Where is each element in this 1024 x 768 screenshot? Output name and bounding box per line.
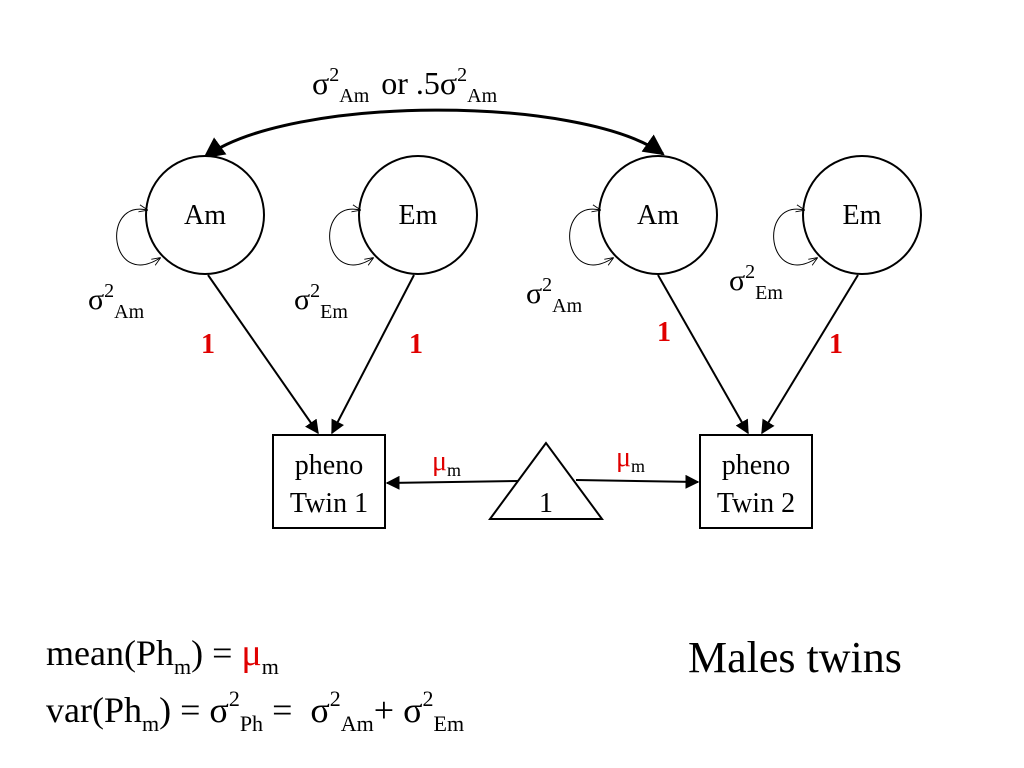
- slide-title: Males twins: [688, 633, 902, 682]
- twin2-am-variance-label: σ2Am: [526, 274, 583, 317]
- twin2-mean-label: μm: [616, 442, 645, 476]
- twin1-em-path-coef: 1: [409, 329, 423, 360]
- twin1-em-variance-label: σ2Em: [294, 280, 348, 323]
- twin2-pheno-box: [699, 434, 813, 529]
- mean-formula: mean(Phm) = μm: [46, 632, 279, 679]
- twin2-pheno-line2: Twin 2: [717, 488, 795, 519]
- twin1-am-path: [207, 274, 319, 435]
- twin1-pheno-line1: pheno: [295, 450, 363, 481]
- twin2-pheno-line1: pheno: [722, 450, 790, 481]
- twin1-pheno-line2: Twin 1: [290, 488, 368, 519]
- twin1-am-variance-loop: [116, 209, 160, 265]
- twin2-am-path: [657, 274, 749, 435]
- twin2-mean-path: [575, 474, 700, 489]
- twin1-mean-label: μm: [432, 446, 461, 480]
- twin1-em-variance-loop: [329, 209, 373, 265]
- twin2-em-variance-loop: [773, 209, 817, 265]
- twin2-em-variance-label: σ2Em: [729, 261, 783, 304]
- twin2-em-label: Em: [843, 200, 882, 231]
- mean-mu-symbol: μ: [241, 632, 262, 674]
- twin1-am-path-coef: 1: [201, 329, 215, 360]
- twin1-em-label: Em: [399, 200, 438, 231]
- twin1-am-label: Am: [184, 200, 226, 231]
- variance-formula: var(Phm) = σ2Ph = σ2Am+ σ2Em: [46, 686, 465, 736]
- am-covariance-arrow: [203, 108, 665, 159]
- twin2-am-label: Am: [637, 200, 679, 231]
- twin2-em-path: [761, 274, 859, 435]
- twin2-am-path-coef: 1: [657, 317, 671, 348]
- triangle-label: 1: [539, 488, 553, 519]
- twin2-em-path-coef: 1: [829, 329, 843, 360]
- twin1-mean-path: [385, 475, 519, 490]
- twin1-am-variance-label: σ2Am: [88, 280, 145, 323]
- twin2-am-variance-loop: [569, 209, 613, 265]
- twin1-em-path: [331, 274, 415, 435]
- twin1-pheno-box: [272, 434, 386, 529]
